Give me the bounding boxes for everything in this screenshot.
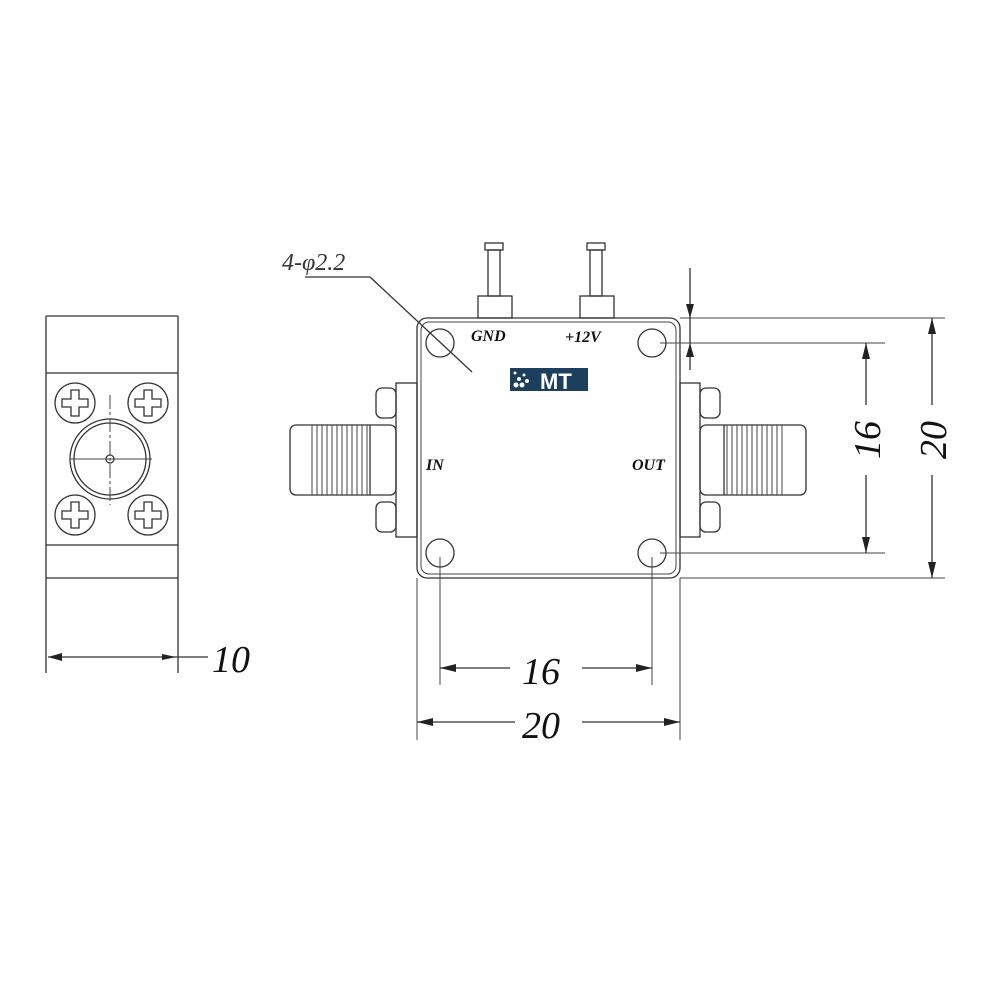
screw-icon	[54, 382, 96, 424]
side-view: 10	[45, 315, 250, 681]
screw-icon	[127, 494, 169, 536]
output-sma-connector	[679, 382, 807, 538]
dimension-body-width: 20	[522, 705, 560, 747]
dimension-hole-spacing-vertical: 16	[847, 421, 889, 459]
dimension-body-height: 20	[913, 421, 955, 459]
power-pin	[579, 242, 615, 319]
svg-text:MT: MT	[540, 369, 572, 394]
screw-icon	[127, 382, 169, 424]
sma-connector-face	[69, 395, 152, 505]
input-label: IN	[425, 457, 445, 474]
gnd-pin	[477, 242, 513, 319]
front-view: GND +12V IN OUT MT	[282, 242, 955, 747]
output-label: OUT	[632, 457, 666, 474]
mt-logo: MT	[510, 368, 588, 394]
dimension-hole-spacing-horizontal: 16	[522, 651, 560, 693]
gnd-label: GND	[471, 328, 506, 345]
screw-icon	[54, 494, 96, 536]
power-label: +12V	[565, 329, 602, 346]
mount-hole	[425, 328, 455, 358]
dimension-side-width: 10	[212, 639, 250, 681]
input-sma-connector	[289, 382, 418, 538]
hole-note: 4-φ2.2	[282, 250, 345, 276]
